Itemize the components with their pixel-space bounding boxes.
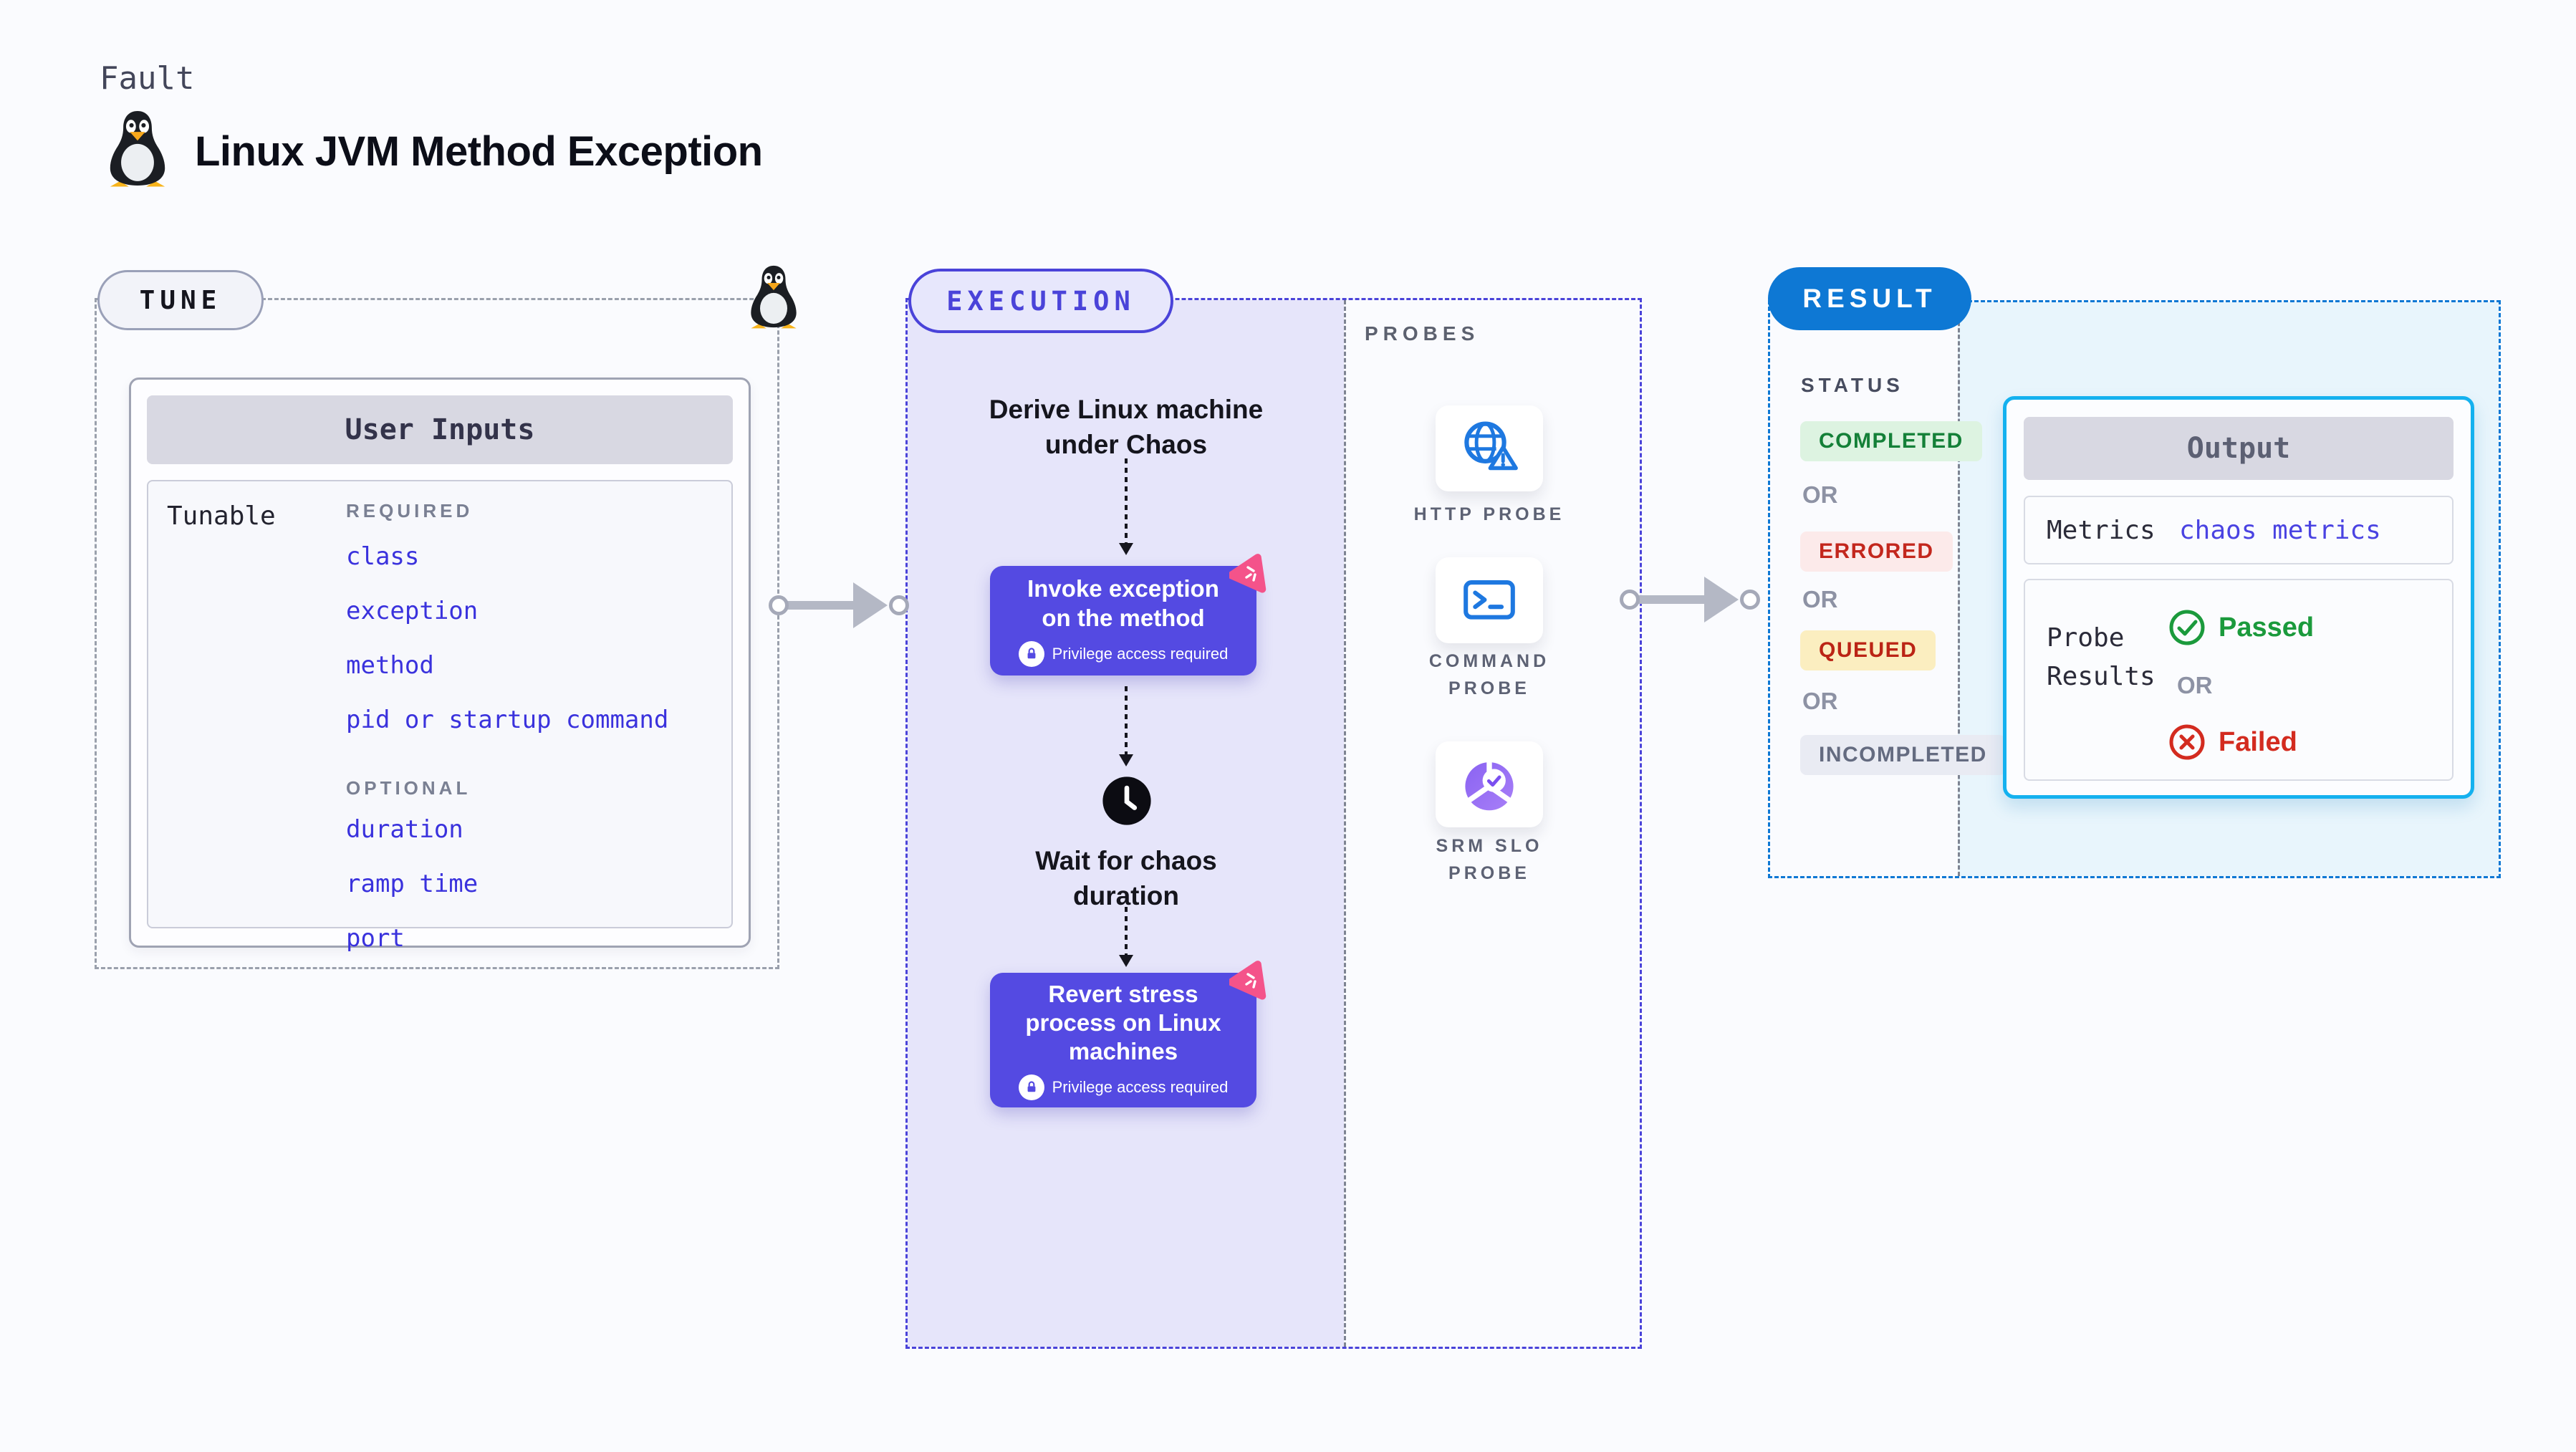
derive-machine-step: Derive Linux machine under Chaos (989, 395, 1264, 459)
status-badge-completed: COMPLETED (1800, 421, 1982, 461)
output-card: Output Metrics chaos metrics Probe Resul… (2003, 396, 2474, 799)
tune-section-pill: TUNE (97, 270, 264, 330)
metrics-row: Metrics chaos metrics (2024, 496, 2454, 564)
failed-label: Failed (2219, 726, 2297, 757)
globe-alert-icon (1464, 421, 1518, 471)
invoke-exception-title: Invoke exception on the method (1027, 575, 1219, 631)
fault-kicker: Fault (100, 60, 195, 97)
terminal-icon (1464, 580, 1515, 620)
arrow-head (1704, 577, 1739, 622)
srm-slo-probe-card (1436, 741, 1543, 827)
status-badge-incompleted: INCOMPLETED (1800, 735, 2006, 775)
or-separator: OR (2177, 672, 2213, 698)
slo-chart-icon (1465, 760, 1514, 811)
tunable-port-link[interactable]: port (346, 924, 405, 953)
wait-duration-step: Wait for chaos duration (1035, 846, 1217, 910)
arrow-head (853, 582, 888, 628)
tunable-duration-link[interactable]: duration (346, 815, 463, 844)
probes-label: PROBES (1365, 322, 1480, 345)
privilege-chip: Privilege access required (1018, 1074, 1229, 1101)
tunable-class-link[interactable]: class (346, 542, 420, 571)
status-label: STATUS (1801, 374, 1904, 396)
check-circle-icon (2169, 610, 2205, 645)
chaos-metrics-link[interactable]: chaos metrics (2179, 516, 2381, 545)
tunable-exception-link[interactable]: exception (346, 597, 479, 625)
output-header: Output (2024, 417, 2454, 480)
http-probe-card (1436, 405, 1543, 491)
page-title: Linux JVM Method Exception (195, 128, 763, 175)
execution-probes-divider (1344, 300, 1346, 1347)
result-section-pill: RESULT (1768, 267, 1971, 330)
execution-to-result-arrow (1620, 577, 1760, 622)
tunable-pid-link[interactable]: pid or startup command (346, 706, 669, 734)
revert-stress-node: Revert stress process on Linux machines … (990, 961, 1267, 1107)
status-output-divider (1958, 302, 1960, 876)
status-badge-errored: ERRORED (1800, 532, 1953, 572)
privilege-note: Privilege access required (1052, 1078, 1229, 1097)
user-inputs-card: User Inputs Tunable REQUIRED class excep… (129, 378, 751, 953)
tunable-method-link[interactable]: method (346, 651, 434, 680)
chaos-fault-icon (1229, 961, 1267, 1000)
revert-stress-title: Revert stress process on Linux machines (1025, 980, 1221, 1065)
chaos-fault-icon (1229, 554, 1267, 593)
flow-arrow-down (1118, 458, 1135, 555)
linux-penguin-icon-small (751, 265, 797, 329)
invoke-exception-node: Invoke exception on the method Privilege… (990, 554, 1267, 675)
command-probe-label: COMMAND PROBE (1428, 651, 1550, 698)
lock-icon (1018, 1074, 1044, 1101)
tune-section-box (95, 298, 779, 969)
tunables-list: REQUIRED class exception method pid or s… (346, 500, 668, 953)
tune-to-execution-arrow (769, 582, 909, 628)
connector-dot (769, 595, 789, 615)
failed-result: Failed (2168, 723, 2297, 761)
arrow-line (1637, 595, 1708, 604)
x-circle-icon (2169, 724, 2205, 760)
status-badge-queued: QUEUED (1800, 630, 1936, 670)
user-inputs-header: User Inputs (147, 395, 733, 464)
connector-dot (889, 595, 909, 615)
wait-clock-icon (1102, 777, 1151, 825)
lock-icon (1018, 640, 1044, 667)
passed-result: Passed (2168, 609, 2314, 646)
execution-section-pill: EXECUTION (908, 269, 1173, 333)
command-probe-card (1436, 557, 1543, 643)
privilege-note: Privilege access required (1052, 644, 1229, 663)
probe-results-row: Probe Results Passed OR Failed (2024, 579, 2454, 781)
metrics-label: Metrics (2047, 516, 2156, 545)
arrow-line (786, 601, 857, 610)
tunable-ramp-time-link[interactable]: ramp time (346, 870, 479, 898)
required-label: REQUIRED (346, 500, 474, 521)
srm-slo-probe-label: SRM SLO PROBE (1436, 836, 1543, 883)
or-separator: OR (1802, 481, 1838, 508)
tunables-panel: Tunable REQUIRED class exception method … (147, 480, 733, 953)
connector-dot (1620, 590, 1640, 610)
linux-penguin-icon (110, 111, 165, 187)
http-probe-label: HTTP PROBE (1413, 504, 1565, 524)
optional-label: OPTIONAL (346, 777, 471, 799)
or-separator: OR (1802, 688, 1838, 714)
passed-label: Passed (2219, 612, 2315, 643)
probe-results-label: Probe Results (2047, 623, 2156, 691)
tunable-row-label: Tunable (167, 501, 276, 531)
flow-arrow-down (1118, 907, 1135, 967)
flow-arrow-down (1118, 686, 1135, 766)
privilege-chip: Privilege access required (1018, 640, 1229, 667)
or-separator: OR (1802, 586, 1838, 612)
connector-dot (1740, 590, 1760, 610)
